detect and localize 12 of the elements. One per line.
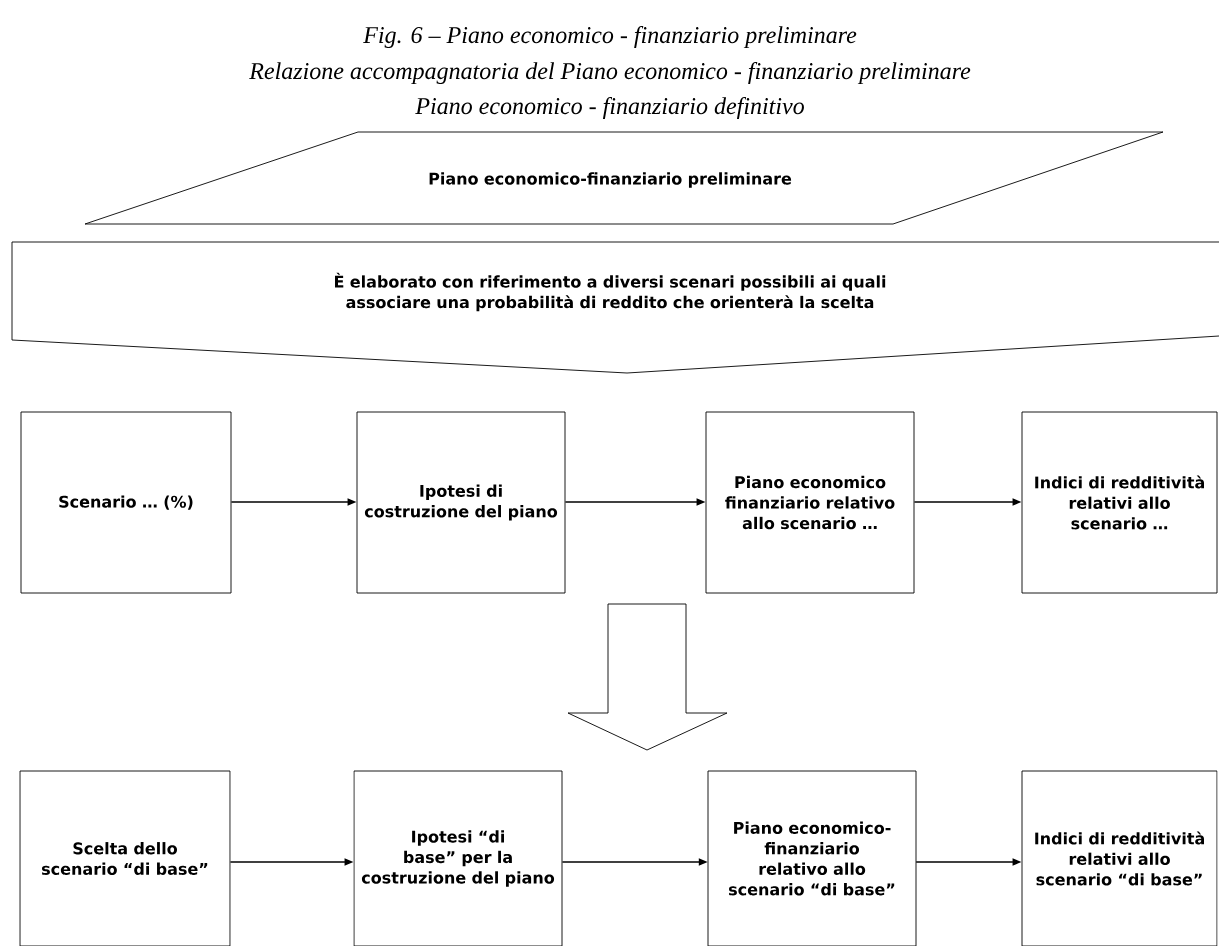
- subtitle: Relazione accompagnatoria del Piano economico - finanziario preliminare: [249, 62, 971, 84]
- figure-title: Fig. 6 – Piano economico - finanziario preliminare: [363, 26, 857, 48]
- process-box: Ipotesi “di base” per la costruzione del piano: [353, 770, 563, 946]
- process-box: Indici di redditività relativi allo scenario “di base”: [1021, 770, 1218, 946]
- process-box: Piano economico finanziario relativo allo scenario …: [705, 411, 915, 594]
- process-box: Scelta dello scenario “di base”: [19, 770, 231, 946]
- process-box: Ipotesi di costruzione del piano: [356, 411, 566, 594]
- process-box: Piano economico-finanziario relativo allo scenario “di base”: [707, 770, 917, 946]
- parallelogram-box: Piano economico-finanziario preliminare: [84, 131, 1164, 225]
- process-box: Indici di redditività relativi allo scenario …: [1021, 411, 1218, 594]
- process-box: Scenario … (%): [20, 411, 232, 594]
- hollow-down-arrow: [567, 603, 728, 751]
